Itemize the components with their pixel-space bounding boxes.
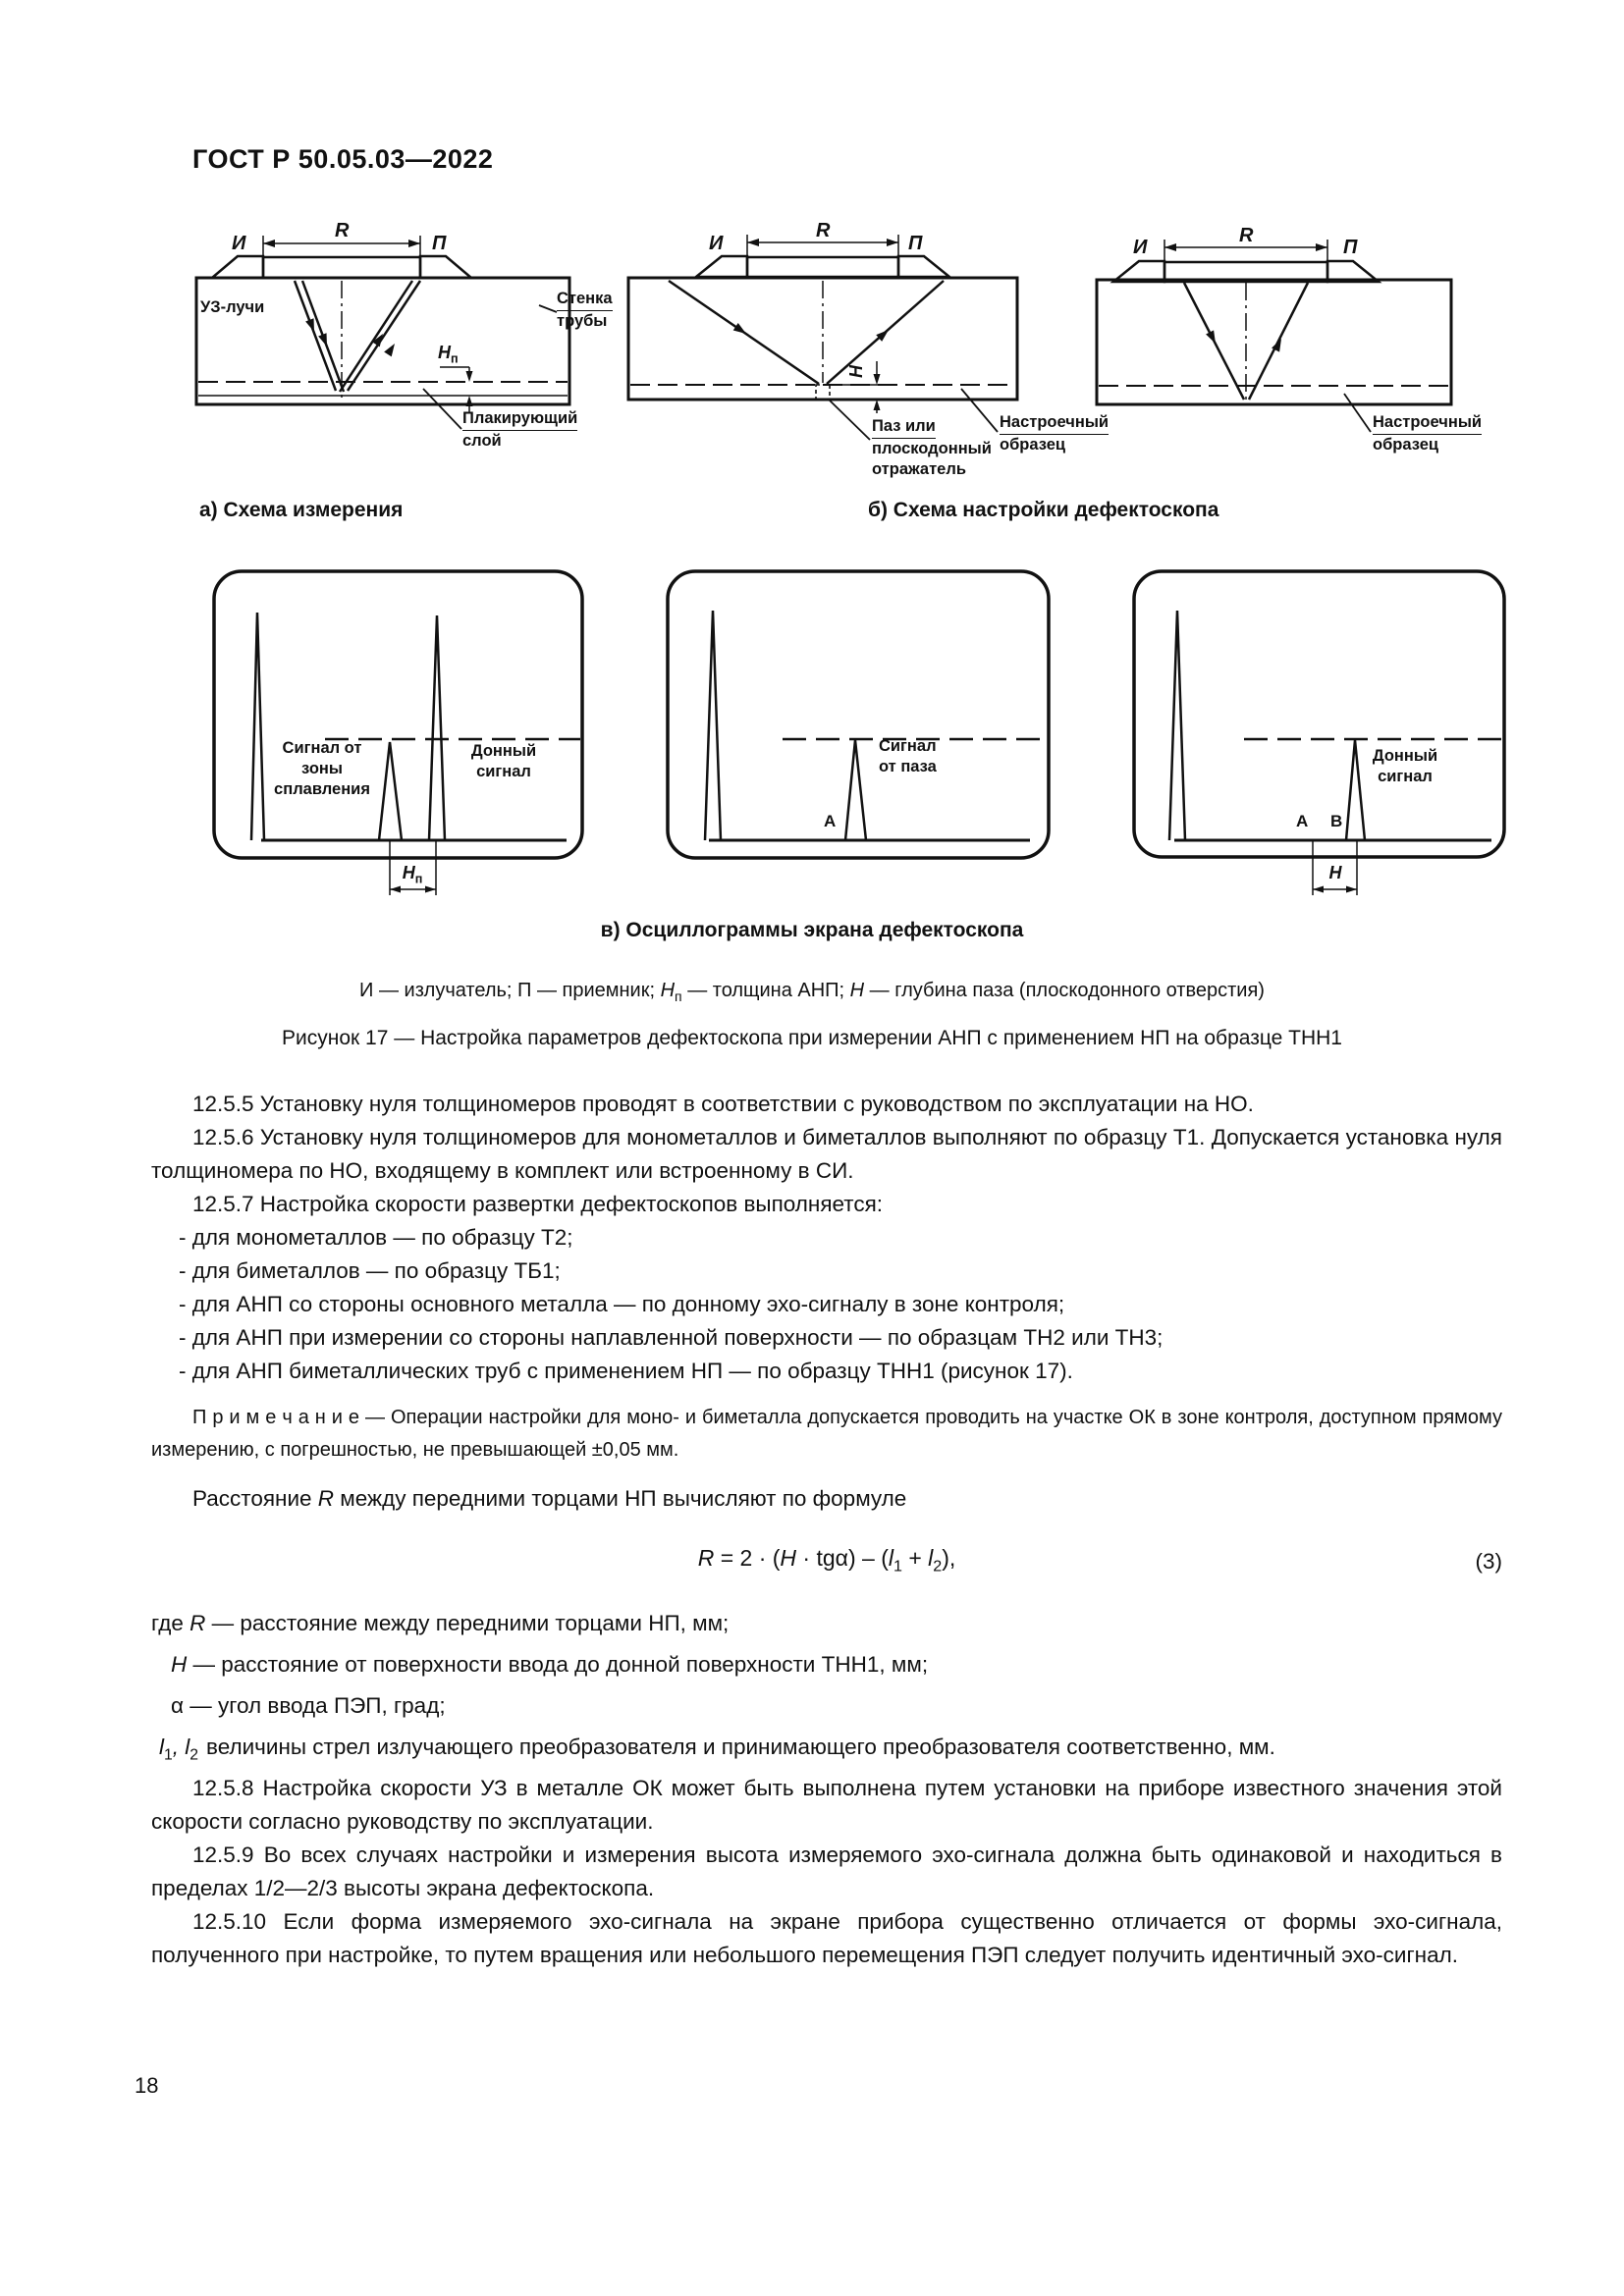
page-number: 18	[135, 2073, 159, 2098]
emitter-label-a: И	[232, 233, 246, 254]
note-paragraph: П р и м е ч а н и е — Операции настройки…	[151, 1407, 1502, 1461]
cladding-thickness-dim-a: Нп	[438, 343, 459, 366]
bottom-signal-label-1: Донный сигнал	[470, 742, 537, 780]
bullet-anp-bimetal-pipes: - для АНП биметаллических труб с примене…	[179, 1359, 1073, 1383]
caption-b: б) Схема настройки дефектоскопа	[868, 499, 1219, 521]
definition-r: где R — расстояние между передними торца…	[151, 1610, 730, 1635]
oscillogram-2	[666, 569, 1051, 860]
bullet-monometals: - для монометаллов — по образцу Т2;	[179, 1225, 573, 1250]
span-label-b: R	[816, 220, 831, 241]
notch-label: Паз или плоскодонный отражатель	[872, 417, 992, 478]
caption-v: в) Осциллограммы экрана дефектоскопа	[600, 919, 1024, 941]
formula-number: (3)	[1475, 1549, 1503, 1575]
schematic-a	[194, 236, 571, 430]
receiver-label-c: П	[1343, 237, 1358, 258]
h-dim-screen3: Н	[1328, 863, 1342, 882]
specimen-label-b: Настроечный образец	[1000, 413, 1110, 454]
receiver-label-b: П	[908, 233, 923, 254]
emitter-label-b: И	[709, 233, 724, 254]
bullet-bimetals: - для биметаллов — по образцу ТБ1;	[179, 1258, 561, 1283]
caption-a: а) Схема измерения	[199, 499, 404, 521]
body-text: 12.5.5 Установку нуля толщиномеров прово…	[151, 1088, 1502, 1972]
paragraph-12-5-8: 12.5.8 Настройка скорости УЗ в металле О…	[151, 1776, 1502, 1835]
emitter-label-c: И	[1133, 237, 1148, 258]
definition-alpha: α — угол ввода ПЭП, град;	[171, 1692, 446, 1718]
oscillogram-1	[212, 569, 584, 895]
definition-h: Н — расстояние от поверхности ввода до д…	[171, 1651, 929, 1677]
span-label-a: R	[335, 220, 350, 241]
receiver-label-a: П	[432, 233, 447, 254]
fusion-zone-signal-label: Сигнал от зоны сплавления	[274, 739, 370, 798]
paragraph-12-5-6: 12.5.6 Установку нуля толщиномеров для м…	[151, 1125, 1502, 1183]
pipe-wall-label: Стенка трубы	[557, 290, 613, 330]
schematic-c	[1095, 240, 1453, 433]
cladding-layer-label: Плакирующий слой	[462, 409, 578, 450]
oscillogram-3	[1132, 569, 1506, 895]
formula-intro: Расстояние R между передними торцами НП …	[192, 1486, 907, 1511]
paragraph-12-5-7: 12.5.7 Настройка скорости развертки дефе…	[192, 1192, 884, 1216]
bullet-anp-clad-surface: - для АНП при измерении со стороны напла…	[179, 1325, 1164, 1350]
paragraph-12-5-10: 12.5.10 Если форма измеряемого эхо-сигна…	[151, 1909, 1502, 1968]
bullet-anp-base-metal: - для АНП со стороны основного металла —…	[179, 1292, 1065, 1316]
figure-legend: И — излучатель; П — приемник; Нп — толщи…	[359, 980, 1265, 1004]
point-a-screen3: А	[1296, 812, 1309, 830]
schematic-b	[626, 235, 1019, 441]
standard-code: ГОСТ Р 50.05.03—2022	[192, 144, 494, 174]
uz-rays-label: УЗ-лучи	[200, 298, 265, 316]
specimen-label-c: Настроечный образец	[1373, 413, 1483, 454]
paragraph-12-5-5: 12.5.5 Установку нуля толщиномеров прово…	[192, 1092, 1254, 1116]
paragraph-12-5-9: 12.5.9 Во всех случаях настройки и измер…	[151, 1842, 1502, 1901]
point-b-screen3: В	[1330, 812, 1343, 830]
hp-dim-screen1: Нп	[402, 863, 423, 886]
point-a-screen2: А	[824, 812, 837, 830]
formula-3-row: R = 2 · (H · tgα) – (l1 + l2), (3)	[151, 1541, 1502, 1583]
span-label-c: R	[1239, 225, 1254, 246]
slot-signal-label: Сигнал от паза	[879, 737, 937, 775]
definition-l1-l2: l1, l2 величины стрел излучающего преобр…	[159, 1734, 1275, 1764]
formula-3: R = 2 · (H · tgα) – (l1 + l2),	[697, 1545, 956, 1575]
bottom-signal-label-3: Донный сигнал	[1372, 747, 1438, 785]
figure-caption: Рисунок 17 — Настройка параметров дефект…	[282, 1027, 1342, 1049]
notch-depth-dim: Н	[846, 365, 866, 378]
